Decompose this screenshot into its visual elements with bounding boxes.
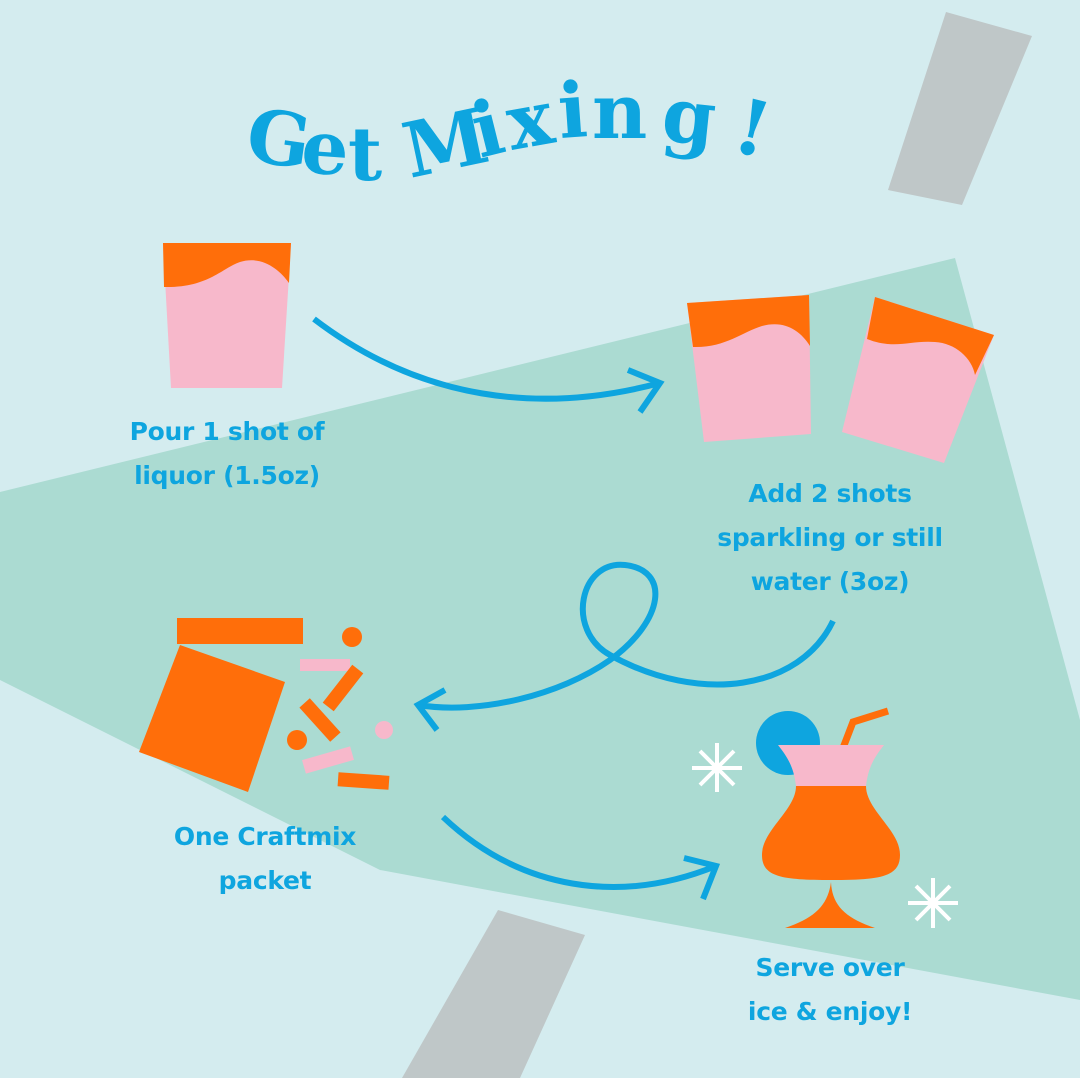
step-label-line: sparkling or still xyxy=(717,523,943,552)
svg-text:e: e xyxy=(299,104,352,193)
step-label-craftmix-packet: One Craftmix packet xyxy=(140,815,390,903)
step-label-line: Serve over xyxy=(755,953,905,982)
svg-text:i: i xyxy=(555,65,590,156)
svg-text:n: n xyxy=(592,67,647,156)
step-label-line: One Craftmix xyxy=(173,822,357,851)
step-label-line: water (3oz) xyxy=(750,567,910,596)
cocktail-glass-icon xyxy=(756,707,900,928)
arrow-step2-to-step3-icon xyxy=(413,561,836,732)
step-label-line: Add 2 shots xyxy=(748,479,912,508)
sparkle-icon-right xyxy=(908,878,958,928)
arrow-step1-to-step2-icon xyxy=(312,316,665,414)
svg-text:G: G xyxy=(241,93,316,187)
step-label-line: Pour 1 shot of xyxy=(129,417,325,446)
step-label-serve: Serve over ice & enjoy! xyxy=(710,946,950,1034)
step-label-pour-liquor: Pour 1 shot of liquor (1.5oz) xyxy=(107,410,347,498)
gray-bar-top xyxy=(888,12,1032,205)
step-label-line: ice & enjoy! xyxy=(747,997,913,1026)
water-glass-icon-1 xyxy=(687,295,811,442)
svg-text:t: t xyxy=(348,112,382,198)
step-label-add-water: Add 2 shots sparkling or still water (3o… xyxy=(690,472,970,604)
title-text: G e t M i x i n g ! xyxy=(241,65,779,198)
svg-text:M: M xyxy=(395,91,496,196)
step-label-line: liquor (1.5oz) xyxy=(134,461,320,490)
svg-text:g: g xyxy=(658,69,720,163)
gray-bar-bottom xyxy=(402,910,585,1078)
sparkle-icon-left xyxy=(692,743,742,792)
liquor-glass-icon xyxy=(163,243,291,388)
step-label-line: packet xyxy=(218,866,312,895)
arrow-step3-to-step4-icon xyxy=(440,814,721,901)
water-glass-icon-2 xyxy=(842,297,994,463)
craftmix-packet-icon xyxy=(139,618,393,792)
